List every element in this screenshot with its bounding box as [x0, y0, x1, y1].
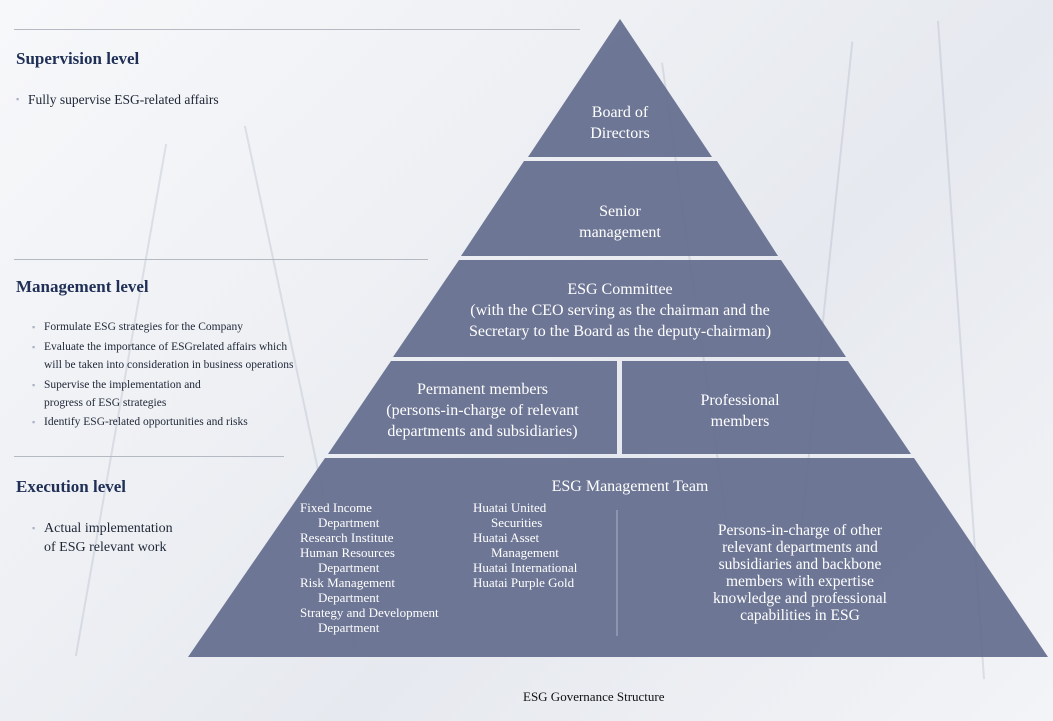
execution-level-title: Execution level — [16, 477, 127, 496]
committee-title: ESG Committee — [567, 281, 673, 298]
team-item: Risk Management — [300, 575, 395, 590]
divider-execution — [14, 456, 284, 457]
team-item: members with expertise — [725, 573, 875, 590]
bullet-icon: ▪ — [32, 342, 36, 352]
senior-label: Senior management — [520, 201, 720, 243]
management-item-text: Evaluate the importance of ESGrelated af… — [44, 341, 288, 353]
team-item: Strategy and Development — [300, 605, 439, 620]
team-item: Department — [318, 515, 380, 530]
permanent-line: Permanent members — [416, 381, 549, 398]
management-item-text: Supervise the implementation and — [44, 379, 201, 391]
permanent-members-label: Permanent members (persons-in-charge of … — [350, 379, 615, 442]
tier-committee — [393, 260, 846, 357]
supervision-item: ▪ Fully supervise ESG-related affairs — [16, 90, 219, 109]
professional-members-label: Professional members — [640, 390, 840, 432]
management-item-text: will be taken into consideration in busi… — [44, 359, 294, 371]
management-item-continuation: will be taken into consideration in busi… — [44, 356, 293, 374]
team-item: subsidiaries and backbone — [718, 556, 882, 573]
team-item: Persons-in-charge of other — [717, 522, 883, 539]
team-item: Huatai Purple Gold — [473, 575, 575, 590]
team-item: Fixed Income — [300, 500, 372, 515]
execution-item-text: Actual implementation — [44, 521, 173, 536]
bullet-icon: ▪ — [32, 322, 36, 332]
bullet-icon: ▪ — [32, 417, 36, 427]
team-item: knowledge and professional — [713, 590, 887, 607]
divider-supervision — [14, 29, 580, 30]
execution-item-text: of ESG relevant work — [44, 540, 167, 555]
execution-item-continuation: of ESG relevant work — [44, 538, 166, 557]
committee-line: Secretary to the Board as the deputy-cha… — [468, 323, 772, 340]
team-item: Huatai International — [473, 560, 578, 575]
diagram-caption: ESG Governance Structure — [523, 689, 665, 704]
management-item: ▪ Identify ESG-related opportunities and… — [32, 413, 248, 431]
team-column-others: Persons-in-charge of other relevant depa… — [680, 522, 920, 624]
team-item: Research Institute — [300, 530, 394, 545]
team-item: Department — [318, 590, 380, 605]
team-item: Securities — [491, 515, 543, 530]
tier-board — [528, 19, 712, 157]
professional-line: Professional — [700, 392, 780, 409]
permanent-line: departments and subsidiaries) — [387, 423, 578, 440]
team-item: capabilities in ESG — [740, 607, 860, 624]
management-item: ▪ Evaluate the importance of ESGrelated … — [32, 338, 288, 356]
team-item: Human Resources — [300, 545, 395, 560]
team-item: relevant departments and — [722, 539, 878, 556]
senior-label-line: Senior — [599, 203, 641, 220]
tier-management-team — [188, 458, 1048, 657]
board-label-line: Board of — [591, 104, 649, 121]
professional-line: members — [710, 413, 770, 430]
tier-senior — [461, 161, 778, 256]
bullet-icon: ▪ — [16, 94, 20, 104]
management-item-continuation: progress of ESG strategies — [44, 394, 166, 412]
execution-item: ▪ Actual implementation — [32, 519, 173, 538]
management-item: ▪ Formulate ESG strategies for the Compa… — [32, 318, 243, 336]
supervision-item-text: Fully supervise ESG-related affairs — [28, 92, 219, 107]
supervision-level-title: Supervision level — [16, 49, 140, 68]
tier-permanent — [328, 361, 617, 454]
board-label-line: Directors — [590, 125, 650, 142]
management-item-text: progress of ESG strategies — [44, 397, 167, 409]
team-column-departments: Fixed Income Department Research Institu… — [300, 500, 490, 635]
management-level-title: Management level — [16, 277, 149, 296]
team-column-subsidiaries: Huatai United Securities Huatai Asset Ma… — [473, 500, 618, 590]
management-item: ▪ Supervise the implementation and — [32, 376, 201, 394]
team-item: Huatai United — [473, 500, 547, 515]
board-label: Board of Directors — [540, 102, 700, 144]
senior-label-line: management — [579, 224, 661, 241]
bullet-icon: ▪ — [32, 523, 36, 533]
bullet-icon: ▪ — [32, 380, 36, 390]
divider-management — [14, 259, 428, 260]
team-item: Department — [318, 560, 380, 575]
permanent-line: (persons-in-charge of relevant — [386, 402, 579, 419]
tier-professional — [622, 361, 911, 454]
committee-label: ESG Committee (with the CEO serving as t… — [400, 279, 840, 342]
management-item-text: Formulate ESG strategies for the Company — [44, 321, 243, 333]
management-item-text: Identify ESG-related opportunities and r… — [44, 416, 248, 428]
management-team-title: ESG Management Team — [551, 478, 709, 495]
team-item: Department — [318, 620, 380, 635]
team-item: Huatai Asset — [473, 530, 540, 545]
committee-line: (with the CEO serving as the chairman an… — [470, 302, 770, 319]
team-item: Management — [491, 545, 559, 560]
